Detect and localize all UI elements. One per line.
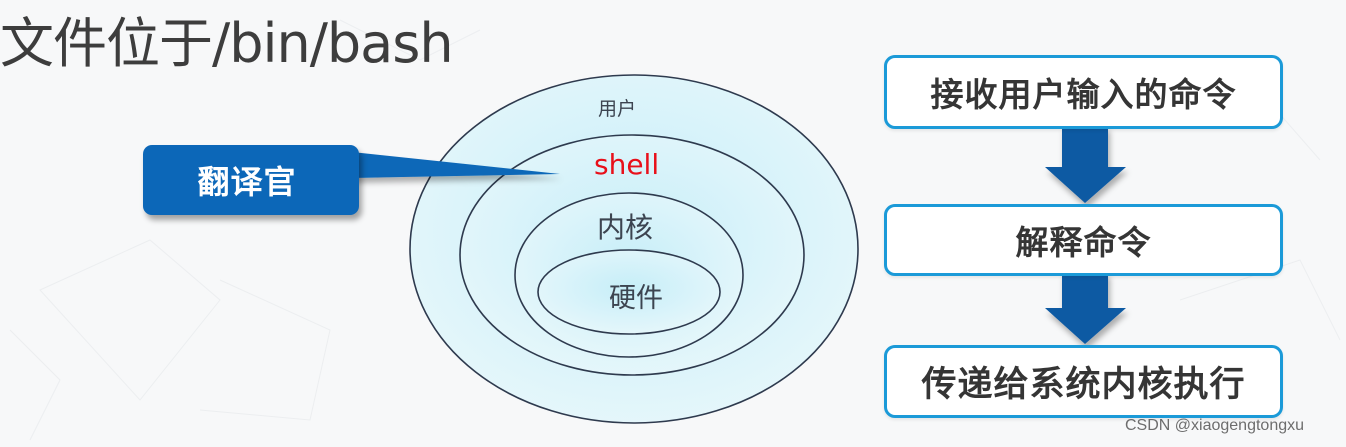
arrow-down-icon bbox=[1045, 272, 1126, 344]
flow-step-pass-to-kernel: 传递给系统内核执行 bbox=[884, 345, 1283, 418]
user-layer-label: 用户 bbox=[598, 98, 637, 120]
arrow-down-icon bbox=[1045, 126, 1126, 203]
flow-step-label: 接收用户输入的命令 bbox=[930, 75, 1237, 114]
watermark: CSDN @xiaogengtongxu bbox=[1125, 417, 1305, 434]
kernel-layer-label: 内核 bbox=[597, 211, 654, 244]
flow-step-label: 解释命令 bbox=[1015, 223, 1152, 262]
hardware-layer-ellipse bbox=[537, 249, 721, 335]
flow-step-label: 传递给系统内核执行 bbox=[921, 365, 1246, 405]
translator-callout: 翻译官 bbox=[143, 145, 359, 215]
flow-step-receive-command: 接收用户输入的命令 bbox=[884, 55, 1283, 129]
callout-pointer bbox=[352, 152, 560, 178]
translator-label: 翻译官 bbox=[197, 163, 297, 201]
hardware-layer-label: 硬件 bbox=[609, 283, 663, 314]
shell-layer-label: shell bbox=[594, 148, 660, 181]
flow-step-interpret-command: 解释命令 bbox=[884, 204, 1283, 276]
page-title: 文件位于/bin/bash bbox=[0, 12, 454, 75]
